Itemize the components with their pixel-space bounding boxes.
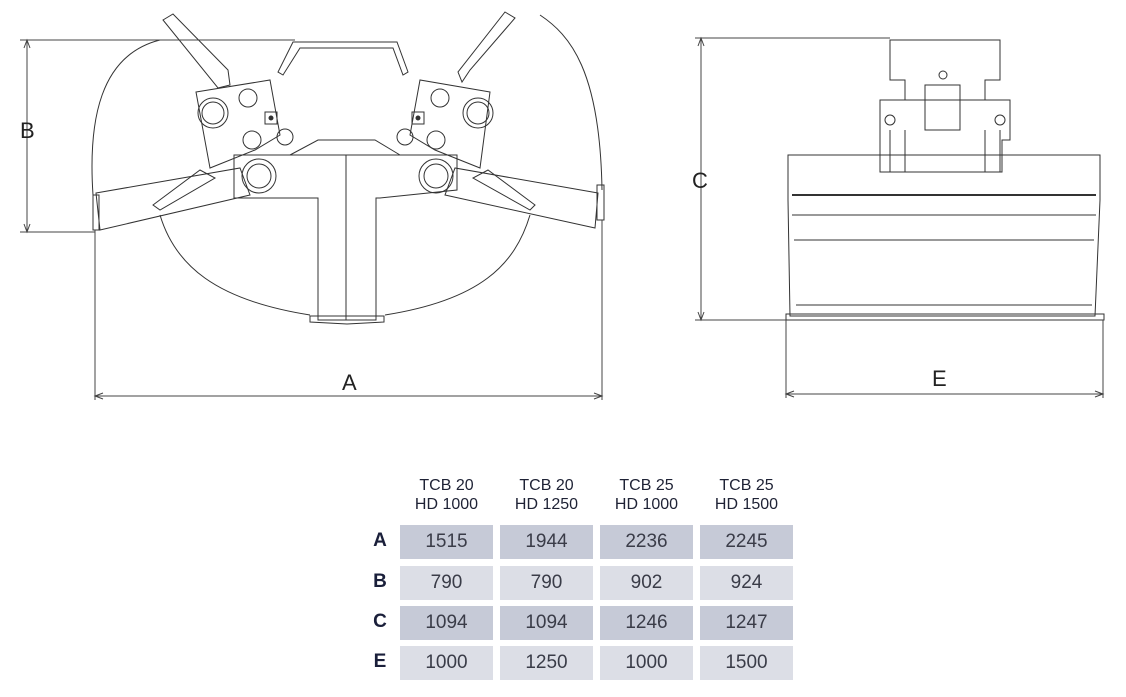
dimension-lines bbox=[20, 36, 1105, 400]
column-header-variant: HD 1500 bbox=[714, 496, 779, 513]
column-header-model: TCB 20 bbox=[519, 477, 574, 494]
table-cell: 1500 bbox=[700, 646, 793, 680]
table-cell: 1250 bbox=[500, 646, 593, 680]
dimension-label-b: B bbox=[20, 118, 35, 143]
table-cell: 2236 bbox=[600, 525, 693, 559]
column-header: TCB 20 HD 1000 bbox=[400, 476, 493, 514]
column-header-model: TCB 25 bbox=[619, 477, 674, 494]
table-cell: 1515 bbox=[400, 525, 493, 559]
column-header: TCB 20 HD 1250 bbox=[500, 476, 593, 514]
table-cell: 1000 bbox=[600, 646, 693, 680]
column-header-variant: HD 1250 bbox=[514, 496, 579, 513]
bucket-side-view bbox=[785, 39, 1105, 321]
table-cell: 790 bbox=[400, 566, 493, 600]
column-header: TCB 25 HD 1000 bbox=[600, 476, 693, 514]
row-label: A bbox=[373, 530, 387, 551]
row-label: E bbox=[373, 651, 387, 672]
dimension-label-a: A bbox=[342, 370, 357, 395]
column-header-model: TCB 25 bbox=[719, 477, 774, 494]
column-header-variant: HD 1000 bbox=[614, 496, 679, 513]
row-label: C bbox=[373, 611, 387, 632]
table-cell: 902 bbox=[600, 566, 693, 600]
table-cell: 1247 bbox=[700, 606, 793, 640]
table-cell: 924 bbox=[700, 566, 793, 600]
table-cell: 1094 bbox=[500, 606, 593, 640]
technical-drawing bbox=[20, 11, 1105, 400]
row-label: B bbox=[373, 571, 387, 592]
table-cell: 790 bbox=[500, 566, 593, 600]
dimension-label-e: E bbox=[932, 366, 947, 391]
table-cell: 1246 bbox=[600, 606, 693, 640]
grapple-front-view bbox=[91, 11, 605, 325]
table-cell: 1000 bbox=[400, 646, 493, 680]
table-cell: 1094 bbox=[400, 606, 493, 640]
column-header: TCB 25 HD 1500 bbox=[700, 476, 793, 514]
column-header-variant: HD 1000 bbox=[414, 496, 479, 513]
column-header-model: TCB 20 bbox=[419, 477, 474, 494]
dimension-label-c: C bbox=[692, 168, 708, 193]
table-cell: 2245 bbox=[700, 525, 793, 559]
table-cell: 1944 bbox=[500, 525, 593, 559]
